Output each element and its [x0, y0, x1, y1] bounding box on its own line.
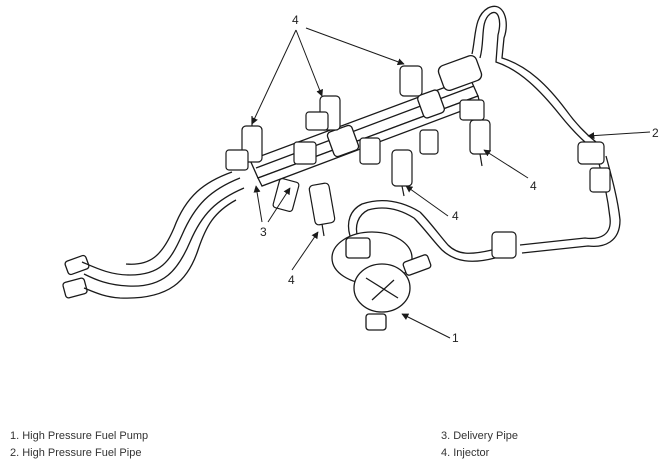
callout-injector-top: 4: [292, 13, 299, 27]
injector: [225, 116, 263, 171]
leader-lines: [251, 27, 651, 339]
legend-item-injector: 4. Injector: [441, 447, 490, 459]
fuel-system-diagram: 4 2 4 4 3 4 1: [62, 5, 659, 345]
legend-item-delivery-pipe: 3. Delivery Pipe: [441, 430, 519, 442]
legend-item-fuel-pipe: 2. High Pressure Fuel Pipe: [10, 447, 142, 459]
injector: [391, 149, 413, 197]
callout-injector-middle: 4: [452, 209, 459, 223]
fuel-feed-hose: [62, 171, 245, 299]
callout-injector-bottom: 4: [288, 273, 295, 287]
callout-delivery-pipe: 3: [260, 225, 267, 239]
legend-right: 3. Delivery Pipe 4. Injector: [441, 428, 518, 462]
delivery-pipe: [249, 54, 483, 187]
legend-item-fuel-pump: 1. High Pressure Fuel Pump: [10, 430, 149, 442]
diagram-canvas: 4 2 4 4 3 4 1: [62, 5, 659, 345]
high-pressure-fuel-pump: [331, 231, 432, 331]
injector: [308, 182, 336, 237]
legend-left: 1. High Pressure Fuel Pump 2. High Press…: [10, 428, 148, 462]
callout-injector-right: 4: [530, 179, 537, 193]
callout-fuel-pump: 1: [452, 331, 459, 345]
injector-group: [225, 65, 491, 237]
injector: [399, 65, 439, 155]
injector: [459, 99, 491, 167]
callout-fuel-pipe: 2: [652, 126, 659, 140]
injector: [305, 95, 341, 131]
pipe-connectors: [491, 141, 611, 259]
